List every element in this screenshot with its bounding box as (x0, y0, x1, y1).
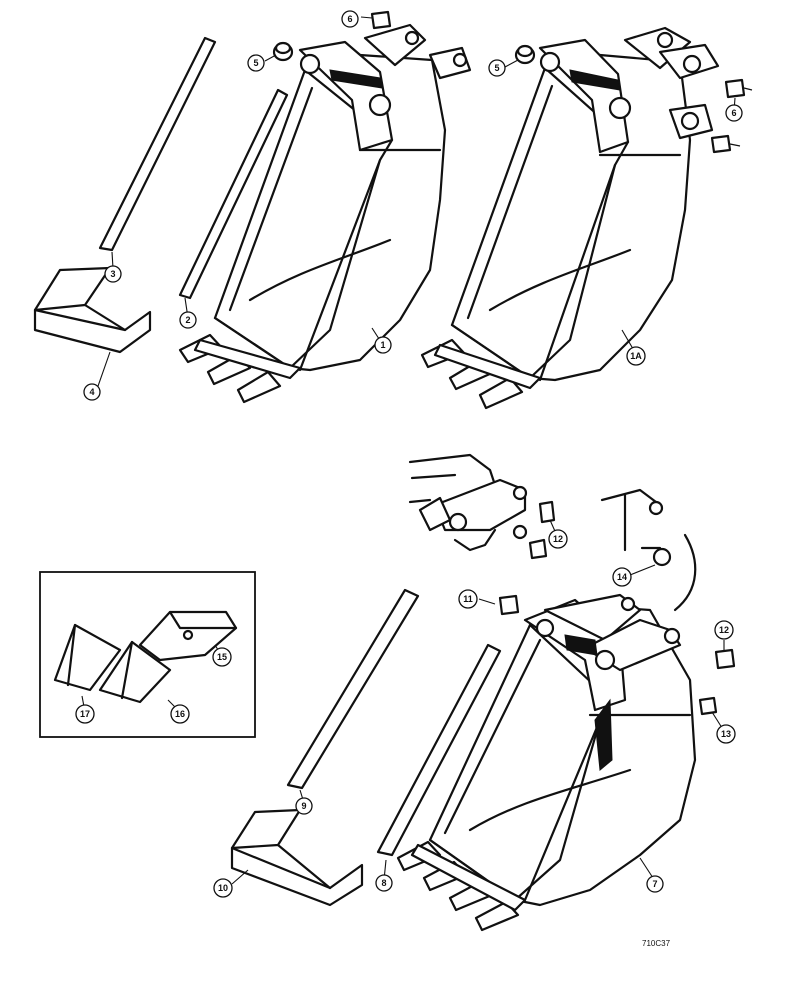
callout-4: 4 (83, 383, 101, 401)
svg-text:6: 6 (347, 14, 352, 24)
side-cutter-3 (98, 36, 217, 252)
bucket-1a (420, 26, 720, 410)
bushing-6-left (370, 10, 392, 30)
callout-15: 15 (212, 647, 232, 667)
callout-3: 3 (104, 265, 122, 283)
side-cutter-2 (178, 88, 289, 300)
callout-6-right: 6 (725, 104, 743, 122)
svg-text:10: 10 (218, 883, 228, 893)
svg-text:5: 5 (494, 63, 499, 73)
svg-text:12: 12 (553, 534, 563, 544)
svg-text:16: 16 (175, 709, 185, 719)
wear-plate-4 (33, 266, 152, 354)
callout-8: 8 (375, 874, 393, 892)
callout-1: 1 (374, 336, 392, 354)
bucket-7 (396, 593, 697, 932)
svg-text:9: 9 (301, 801, 306, 811)
bushing-12 (714, 648, 736, 670)
callout-1a: 1A (626, 346, 646, 366)
svg-text:1A: 1A (630, 351, 642, 361)
callout-14: 14 (612, 567, 632, 587)
svg-text:14: 14 (617, 572, 627, 582)
svg-text:2: 2 (185, 315, 190, 325)
figure-code: 710C37 (642, 939, 671, 948)
callout-12-lower: 12 (714, 620, 734, 640)
side-cutter-8 (376, 643, 502, 857)
svg-text:3: 3 (110, 269, 115, 279)
svg-text:15: 15 (217, 652, 227, 662)
bushing-5-right (514, 44, 536, 65)
callout-16: 16 (170, 704, 190, 724)
svg-text:5: 5 (253, 58, 258, 68)
callout-7: 7 (646, 875, 664, 893)
callout-13: 13 (716, 724, 736, 744)
bushing-6-right (710, 78, 753, 154)
callout-2: 2 (179, 311, 197, 329)
callout-10: 10 (213, 878, 233, 898)
callout-9: 9 (295, 797, 313, 815)
callout-17: 17 (75, 704, 95, 724)
bucket-1 (178, 23, 472, 404)
callout-11: 11 (458, 589, 478, 609)
link-bracket (600, 488, 697, 612)
svg-text:4: 4 (89, 387, 94, 397)
callout-6-left: 6 (341, 10, 359, 28)
callout-5-right: 5 (488, 59, 506, 77)
bushing-5-left (272, 41, 294, 62)
inset-box (39, 571, 256, 738)
svg-text:13: 13 (721, 729, 731, 739)
svg-text:12: 12 (719, 625, 729, 635)
svg-text:11: 11 (463, 594, 473, 604)
svg-text:17: 17 (80, 709, 90, 719)
svg-text:7: 7 (652, 879, 657, 889)
svg-text:8: 8 (381, 878, 386, 888)
side-cutter-9 (286, 588, 420, 790)
callout-5-left: 5 (247, 54, 265, 72)
svg-text:6: 6 (731, 108, 736, 118)
dipper-linkage (408, 453, 556, 560)
bushing-11 (498, 594, 520, 616)
wear-plate-10 (230, 808, 364, 907)
callout-12-upper: 12 (548, 529, 568, 549)
bushing-13 (698, 696, 718, 716)
svg-text:1: 1 (380, 340, 385, 350)
